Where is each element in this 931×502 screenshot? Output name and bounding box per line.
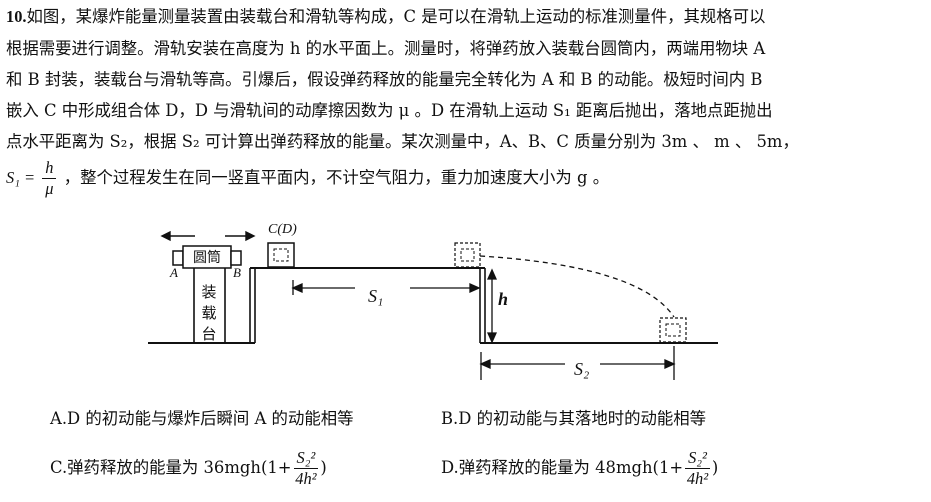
option-c-denominator: 4h²	[295, 469, 317, 488]
option-c-text: C.弹药释放的能量为 36mgh(1+	[50, 458, 292, 477]
block-d-at-edge-inner	[460, 248, 475, 262]
block-d-landed	[659, 317, 687, 343]
question-line-2: 根据需要进行调整。滑轨安装在高度为 h 的水平面上。测量时，将弹药放入装载台圆筒…	[6, 39, 766, 58]
s2-dimension	[479, 346, 676, 380]
block-c	[267, 242, 295, 268]
tube-assembly	[172, 245, 242, 269]
block-a	[172, 250, 184, 266]
fraction-numerator: h	[42, 158, 57, 179]
question-number: 10.	[6, 7, 27, 26]
option-d-close: )	[711, 458, 719, 477]
tube-label: 圆筒	[193, 249, 221, 266]
left-arrow	[160, 230, 195, 242]
option-d-denominator: 4h²	[686, 469, 709, 488]
option-c-close: )	[320, 458, 327, 477]
block-b	[230, 250, 242, 266]
block-d-landed-inner	[665, 323, 681, 337]
question-line-6: S₁ = h μ ，整个过程发生在同一竖直平面内，不计空气阻力，重力加速度大小为…	[6, 158, 609, 199]
question-line-4: 嵌入 C 中形成组合体 D，D 与滑轨间的动摩擦因数为 μ 。D 在滑轨上运动 …	[6, 101, 773, 120]
right-arrow	[225, 230, 256, 242]
platform-label-2: 载	[201, 304, 216, 322]
s1-equation-lhs: S₁ =	[6, 168, 36, 187]
option-b[interactable]: B.D 的初动能与其落地时的动能相等	[441, 409, 707, 428]
block-c-inner	[273, 248, 289, 262]
option-d-numerator: S₂²	[685, 448, 710, 469]
s2-label: S₂	[574, 359, 589, 379]
block-d-at-edge	[454, 242, 481, 268]
label-b: B	[233, 265, 241, 280]
question-line-3: 和 B 封装，装载台与滑轨等高。引爆后，假设弹药释放的能量完全转化为 A 和 B…	[6, 70, 763, 89]
fraction-denominator: μ	[45, 179, 54, 198]
question-line-5: 点水平距离为 S₂，根据 S₂ 可计算出弹药释放的能量。某次测量中，A、B、C …	[6, 132, 799, 151]
projectile-trajectory	[479, 255, 675, 318]
s1-dimension	[291, 280, 481, 295]
option-d-text: D.弹药释放的能量为 48mgh(1+	[441, 458, 684, 477]
h-dimension	[486, 268, 498, 344]
h-over-mu-fraction: h μ	[42, 158, 57, 199]
platform-label-1: 装	[201, 283, 216, 301]
question-line-6-rest: ，整个过程发生在同一竖直平面内，不计空气阻力，重力加速度大小为 g 。	[63, 168, 610, 187]
label-a: A	[169, 265, 178, 280]
platform-label-3: 台	[201, 325, 216, 343]
option-c-numerator: S₂²	[293, 448, 319, 469]
s1-label: S₁	[368, 286, 383, 306]
cd-label: C(D)	[268, 222, 297, 237]
question-line-1: 10.如图，某爆炸能量测量装置由装载台和滑轨等构成，C 是可以在滑轨上运动的标准…	[6, 1, 765, 32]
question-line-1-text: 如图，某爆炸能量测量装置由装载台和滑轨等构成，C 是可以在滑轨上运动的标准测量件…	[26, 7, 766, 26]
option-a[interactable]: A.D 的初动能与爆炸后瞬间 A 的动能相等	[50, 409, 354, 428]
h-label: h	[498, 289, 508, 309]
